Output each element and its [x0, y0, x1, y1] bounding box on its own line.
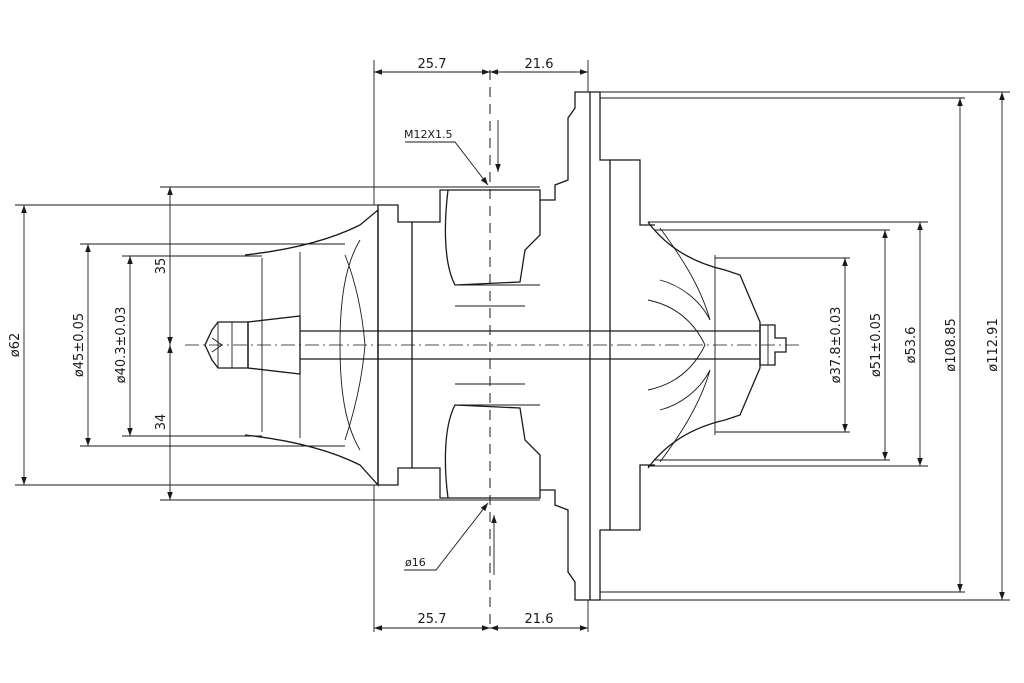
label-dia-37-8: ø37.8±0.03 [829, 307, 844, 384]
center-lines [185, 70, 800, 630]
label-bottom-right-length: 21.6 [525, 612, 554, 627]
center-housing [300, 91, 760, 601]
label-dia-108-85: ø108.85 [944, 318, 959, 371]
label-upper-height: 35 [154, 258, 169, 275]
leader-thread [405, 141, 489, 186]
label-thread: M12X1.5 [404, 128, 453, 141]
label-dia-51: ø51±0.05 [869, 313, 884, 377]
label-dia-62: ø62 [8, 333, 23, 358]
label-dia-53-6: ø53.6 [904, 327, 919, 364]
dimension-lines [21, 69, 1005, 631]
label-dia-45: ø45±0.05 [72, 313, 87, 377]
label-dia-112-91: ø112.91 [986, 318, 1001, 371]
label-bottom-left-length: 25.7 [418, 612, 447, 627]
extension-lines [15, 60, 1010, 632]
leader-bore [404, 502, 489, 571]
label-lower-height: 34 [154, 414, 169, 431]
turbine-housing [589, 91, 787, 601]
label-bore: ø16 [405, 556, 426, 569]
dimension-labels: 25.7 21.6 25.7 21.6 M12X1.5 ø16 ø62 ø45±… [8, 57, 1001, 627]
label-top-right-length: 21.6 [525, 57, 554, 72]
label-dia-40-3: ø40.3±0.03 [114, 307, 129, 384]
label-top-left-length: 25.7 [418, 57, 447, 72]
compressor-wheel [204, 208, 379, 487]
